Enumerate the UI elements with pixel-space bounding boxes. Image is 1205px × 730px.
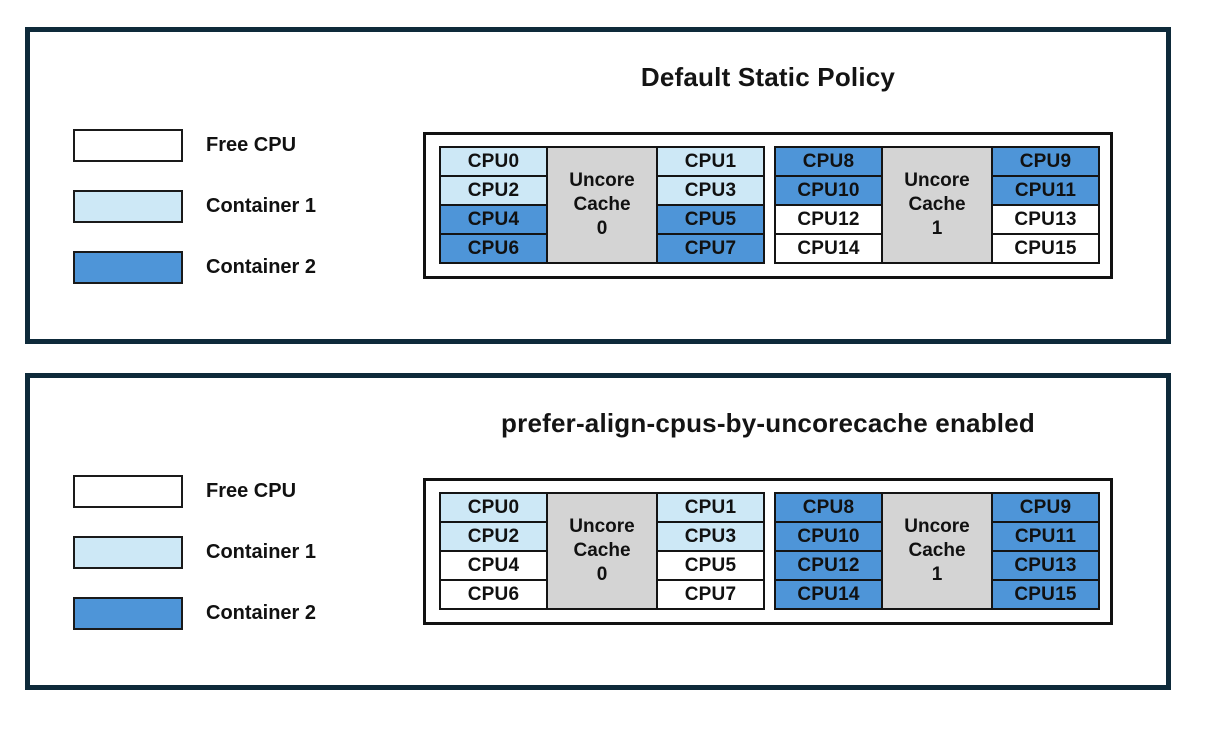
cache1-left-cpu-column: CPU8 CPU10 CPU12 CPU14 xyxy=(774,146,883,264)
legend: Free CPU Container 1 Container 2 xyxy=(73,129,316,312)
free-cpu-swatch xyxy=(73,475,183,508)
uncore-label-line: 0 xyxy=(596,218,608,240)
cpu8-cell: CPU8 xyxy=(774,146,883,177)
uncore-label-line: Uncore xyxy=(569,515,635,537)
cpu7-cell: CPU7 xyxy=(656,233,765,264)
uncore-label-line: Uncore xyxy=(904,169,970,191)
cpu11-cell: CPU11 xyxy=(991,521,1100,552)
uncore-cache-0-group: CPU0 CPU2 CPU4 CPU6 Uncore Cache 0 CPU1 … xyxy=(439,146,765,264)
cache1-right-cpu-column: CPU9 CPU11 CPU13 CPU15 xyxy=(991,492,1100,610)
container-1-swatch xyxy=(73,536,183,569)
uncore-label-line: Cache xyxy=(573,539,631,561)
cache1-right-cpu-column: CPU9 CPU11 CPU13 CPU15 xyxy=(991,146,1100,264)
uncore-cache-0-label: Uncore Cache 0 xyxy=(546,492,658,610)
cpu2-cell: CPU2 xyxy=(439,521,548,552)
cache0-right-cpu-column: CPU1 CPU3 CPU5 CPU7 xyxy=(656,492,765,610)
uncore-label-line: Uncore xyxy=(904,515,970,537)
cpu5-cell: CPU5 xyxy=(656,550,765,581)
cpu10-cell: CPU10 xyxy=(774,521,883,552)
uncore-label-line: Cache xyxy=(573,193,631,215)
cpu5-cell: CPU5 xyxy=(656,204,765,235)
cpu0-cell: CPU0 xyxy=(439,492,548,523)
cpu6-cell: CPU6 xyxy=(439,579,548,610)
cpu6-cell: CPU6 xyxy=(439,233,548,264)
uncore-cache-1-label: Uncore Cache 1 xyxy=(881,492,993,610)
container-2-swatch xyxy=(73,597,183,630)
cpu13-cell: CPU13 xyxy=(991,204,1100,235)
legend-label-container-1: Container 1 xyxy=(206,195,317,217)
legend-item-container-1: Container 1 xyxy=(73,536,316,569)
legend-label-container-2: Container 2 xyxy=(206,602,317,624)
container-1-swatch xyxy=(73,190,183,223)
cpu-topology-diagram: CPU0 CPU2 CPU4 CPU6 Uncore Cache 0 CPU1 … xyxy=(423,132,1113,279)
cpu15-cell: CPU15 xyxy=(991,579,1100,610)
cpu10-cell: CPU10 xyxy=(774,175,883,206)
container-2-swatch xyxy=(73,251,183,284)
uncore-label-line: Cache xyxy=(908,193,966,215)
panel-title: Default Static Policy xyxy=(640,62,896,92)
cpu3-cell: CPU3 xyxy=(656,175,765,206)
uncore-cache-1-label: Uncore Cache 1 xyxy=(881,146,993,264)
cpu4-cell: CPU4 xyxy=(439,550,548,581)
uncore-cache-1-group: CPU8 CPU10 CPU12 CPU14 Uncore Cache 1 CP… xyxy=(774,146,1100,264)
legend-item-container-2: Container 2 xyxy=(73,251,316,284)
legend: Free CPU Container 1 Container 2 xyxy=(73,475,316,658)
legend-item-free-cpu: Free CPU xyxy=(73,129,316,162)
uncore-cache-0-group: CPU0 CPU2 CPU4 CPU6 Uncore Cache 0 CPU1 … xyxy=(439,492,765,610)
uncore-cache-0-label: Uncore Cache 0 xyxy=(546,146,658,264)
cache0-left-cpu-column: CPU0 CPU2 CPU4 CPU6 xyxy=(439,146,548,264)
uncore-label-line: 0 xyxy=(596,564,608,586)
cpu0-cell: CPU0 xyxy=(439,146,548,177)
cpu-topology-diagram: CPU0 CPU2 CPU4 CPU6 Uncore Cache 0 CPU1 … xyxy=(423,478,1113,625)
legend-item-container-2: Container 2 xyxy=(73,597,316,630)
legend-label-container-1: Container 1 xyxy=(206,541,317,563)
panel-default-static-policy: Default Static Policy Free CPU Container… xyxy=(25,27,1171,344)
cpu1-cell: CPU1 xyxy=(656,146,765,177)
cpu1-cell: CPU1 xyxy=(656,492,765,523)
cpu14-cell: CPU14 xyxy=(774,233,883,264)
uncore-cache-1-group: CPU8 CPU10 CPU12 CPU14 Uncore Cache 1 CP… xyxy=(774,492,1100,610)
cpu7-cell: CPU7 xyxy=(656,579,765,610)
cpu12-cell: CPU12 xyxy=(774,204,883,235)
free-cpu-swatch xyxy=(73,129,183,162)
cpu14-cell: CPU14 xyxy=(774,579,883,610)
cpu11-cell: CPU11 xyxy=(991,175,1100,206)
cache0-right-cpu-column: CPU1 CPU3 CPU5 CPU7 xyxy=(656,146,765,264)
legend-item-free-cpu: Free CPU xyxy=(73,475,316,508)
cpu12-cell: CPU12 xyxy=(774,550,883,581)
uncore-label-line: Cache xyxy=(908,539,966,561)
uncore-label-line: Uncore xyxy=(569,169,635,191)
cpu2-cell: CPU2 xyxy=(439,175,548,206)
legend-label-free-cpu: Free CPU xyxy=(206,134,297,156)
uncore-label-line: 1 xyxy=(931,564,943,586)
legend-label-container-2: Container 2 xyxy=(206,256,317,278)
panel-prefer-align-uncorecache: prefer-align-cpus-by-uncorecache enabled… xyxy=(25,373,1171,690)
cpu15-cell: CPU15 xyxy=(991,233,1100,264)
cpu4-cell: CPU4 xyxy=(439,204,548,235)
cpu9-cell: CPU9 xyxy=(991,492,1100,523)
legend-label-free-cpu: Free CPU xyxy=(206,480,297,502)
uncore-label-line: 1 xyxy=(931,218,943,240)
cache1-left-cpu-column: CPU8 CPU10 CPU12 CPU14 xyxy=(774,492,883,610)
cpu3-cell: CPU3 xyxy=(656,521,765,552)
legend-item-container-1: Container 1 xyxy=(73,190,316,223)
panel-title: prefer-align-cpus-by-uncorecache enabled xyxy=(501,408,1035,438)
cpu13-cell: CPU13 xyxy=(991,550,1100,581)
cpu8-cell: CPU8 xyxy=(774,492,883,523)
cpu9-cell: CPU9 xyxy=(991,146,1100,177)
cache0-left-cpu-column: CPU0 CPU2 CPU4 CPU6 xyxy=(439,492,548,610)
